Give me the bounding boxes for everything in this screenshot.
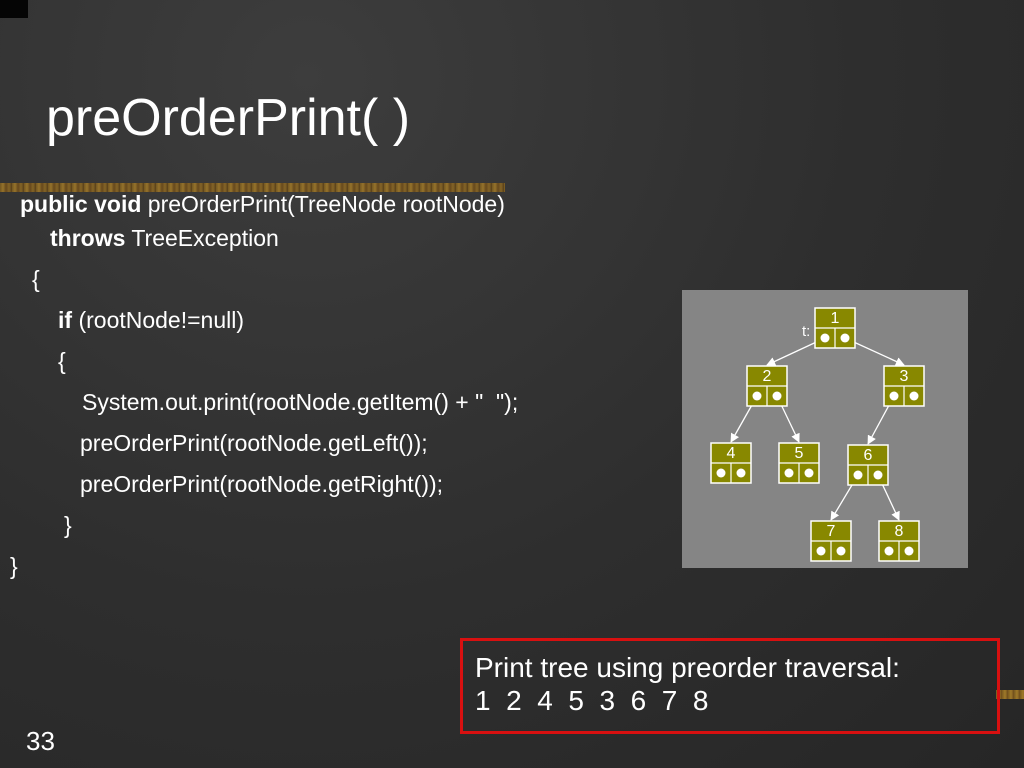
decorative-rule xyxy=(996,690,1024,699)
right-pointer-dot xyxy=(836,546,846,556)
left-pointer-dot xyxy=(820,333,830,343)
right-pointer-dot xyxy=(840,333,850,343)
slide-number: 33 xyxy=(26,726,55,756)
tree-diagram: t: 1 2 3 4 5 6 7 8 xyxy=(710,307,925,562)
code-line-print: System.out.print(rootNode.getItem() + " … xyxy=(82,389,519,415)
code-keyword: if xyxy=(58,307,73,333)
code-line-throws: throws TreeException xyxy=(50,227,279,250)
tree-node-label: 8 xyxy=(895,523,904,540)
code-line-left-call: preOrderPrint(rootNode.getLeft()); xyxy=(80,430,428,456)
code-line-if: if (rootNode!=null) xyxy=(58,309,244,332)
left-pointer-dot xyxy=(889,391,899,401)
tree-node-2: 2 xyxy=(746,365,788,407)
left-pointer-dot xyxy=(784,468,794,478)
traversal-sequence: 1 2 4 5 3 6 7 8 xyxy=(475,685,709,717)
code-line-if-open-brace: { xyxy=(58,348,66,374)
code-text: preOrderPrint(TreeNode rootNode) xyxy=(141,191,505,217)
right-pointer-dot xyxy=(909,391,919,401)
tree-pointer-label: t: xyxy=(802,323,810,340)
slide-title: preOrderPrint( ) xyxy=(46,89,411,147)
code-line-signature: public void preOrderPrint(TreeNode rootN… xyxy=(20,193,505,216)
left-pointer-dot xyxy=(752,391,762,401)
tree-node-8: 8 xyxy=(878,520,920,562)
code-line-if-close-brace: } xyxy=(64,512,72,538)
code-text: TreeException xyxy=(125,225,279,251)
right-pointer-dot xyxy=(772,391,782,401)
tree-node-label: 5 xyxy=(795,445,804,462)
left-pointer-dot xyxy=(853,470,863,480)
right-pointer-dot xyxy=(873,470,883,480)
code-keyword: throws xyxy=(50,225,126,251)
code-text: (rootNode!=null) xyxy=(72,307,245,333)
code-line-close-brace: } xyxy=(10,553,18,579)
tree-node-3: 3 xyxy=(883,365,925,407)
right-pointer-dot xyxy=(736,468,746,478)
tree-diagram-panel: t: 1 2 3 4 5 6 7 8 xyxy=(682,290,968,568)
code-line-right-call: preOrderPrint(rootNode.getRight()); xyxy=(80,471,444,497)
tree-node-label: 3 xyxy=(900,368,909,385)
code-line-open-brace: { xyxy=(32,266,40,292)
tree-node-7: 7 xyxy=(810,520,852,562)
right-pointer-dot xyxy=(804,468,814,478)
tree-node-label: 7 xyxy=(827,523,836,540)
code-keyword: public void xyxy=(20,191,142,217)
tree-node-5: 5 xyxy=(778,442,820,484)
tree-node-6: 6 xyxy=(847,444,889,486)
tree-node-label: 4 xyxy=(727,445,736,462)
left-pointer-dot xyxy=(716,468,726,478)
tree-node-label: 6 xyxy=(864,447,873,464)
corner-mark xyxy=(0,0,28,18)
traversal-result-box: Print tree using preorder traversal: 1 2… xyxy=(460,638,1000,734)
tree-node-1: 1 xyxy=(814,307,856,349)
left-pointer-dot xyxy=(816,546,826,556)
tree-node-label: 2 xyxy=(763,368,772,385)
title-underline xyxy=(0,183,505,192)
tree-node-4: 4 xyxy=(710,442,752,484)
right-pointer-dot xyxy=(904,546,914,556)
traversal-caption: Print tree using preorder traversal: xyxy=(475,652,900,683)
left-pointer-dot xyxy=(884,546,894,556)
tree-node-label: 1 xyxy=(831,310,840,327)
